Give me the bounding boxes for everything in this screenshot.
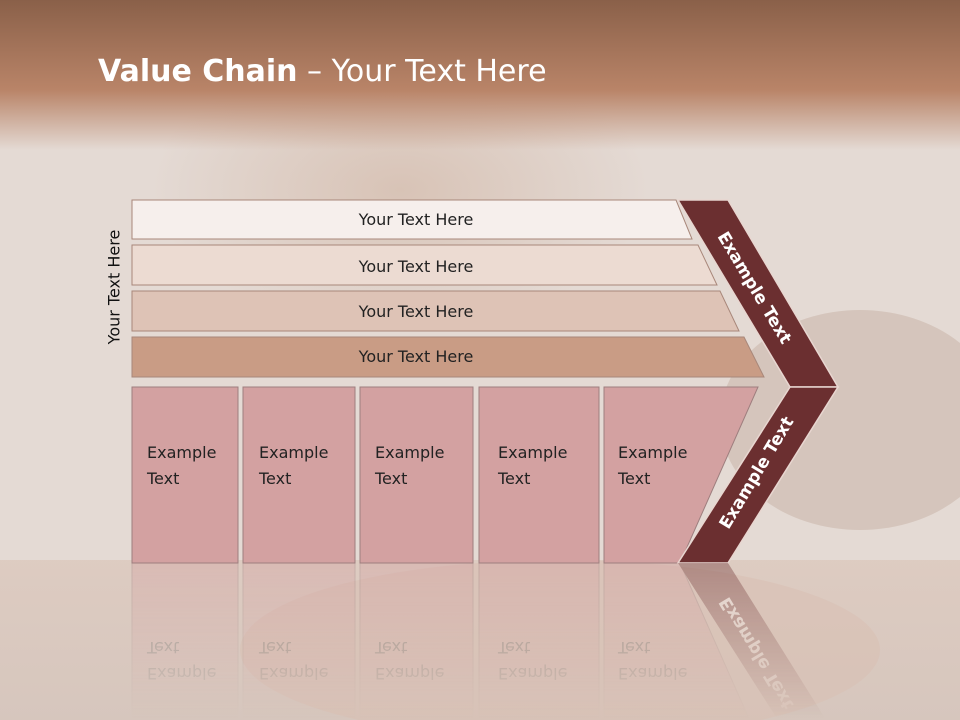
row-3-label: Your Text Here bbox=[358, 347, 474, 366]
page-title: Value Chain – Your Text Here bbox=[98, 54, 547, 89]
box-1-line2: Text bbox=[258, 469, 291, 488]
refl-box-0-line2: Text bbox=[146, 638, 179, 657]
refl-box-2-line2: Text bbox=[374, 638, 407, 657]
box-3-line2: Text bbox=[497, 469, 530, 488]
refl-box-1-line2: Text bbox=[258, 638, 291, 657]
box-2-line2: Text bbox=[374, 469, 407, 488]
box-3-rect bbox=[478, 386, 600, 564]
refl-box-0-line1: Example bbox=[147, 664, 216, 683]
box-1: Example Text bbox=[242, 386, 356, 564]
box-0-line2: Text bbox=[146, 469, 179, 488]
row-1-label: Your Text Here bbox=[358, 257, 474, 276]
row-2-bar bbox=[131, 290, 740, 332]
box-4-line1: Example bbox=[618, 443, 687, 462]
box-2: Example Text bbox=[359, 386, 474, 564]
row-0-label: Your Text Here bbox=[358, 210, 474, 229]
title-bold: Value Chain bbox=[98, 54, 298, 89]
box-0-line1: Example bbox=[147, 443, 216, 462]
row-3-bar bbox=[131, 336, 765, 378]
refl-box-2-line1: Example bbox=[375, 664, 444, 683]
row-2-label: Your Text Here bbox=[358, 302, 474, 321]
box-1-line1: Example bbox=[259, 443, 328, 462]
refl-box-4-line1: Example bbox=[618, 664, 687, 683]
box-3-line1: Example bbox=[498, 443, 567, 462]
reflection: Example Text Example Text Example Text E… bbox=[131, 562, 827, 720]
row-1-bar bbox=[131, 244, 718, 286]
refl-box-4-line2: Text bbox=[617, 638, 650, 657]
row-0-bar bbox=[131, 199, 693, 240]
row-0: Your Text Here bbox=[131, 199, 693, 240]
box-2-line1: Example bbox=[375, 443, 444, 462]
title-rest: – Your Text Here bbox=[297, 54, 547, 89]
row-3: Your Text Here bbox=[131, 336, 765, 378]
row-2: Your Text Here bbox=[131, 290, 740, 332]
box-0: Example Text bbox=[131, 386, 239, 564]
box-3: Example Text bbox=[478, 386, 600, 564]
box-1-rect bbox=[242, 386, 356, 564]
refl-box-3-line1: Example bbox=[498, 664, 567, 683]
box-2-rect bbox=[359, 386, 474, 564]
refl-box-3-line2: Text bbox=[497, 638, 530, 657]
box-0-rect bbox=[131, 386, 239, 564]
row-1: Your Text Here bbox=[131, 244, 718, 286]
box-4: Example Text bbox=[603, 386, 759, 564]
box-4-line2: Text bbox=[617, 469, 650, 488]
refl-box-1-line1: Example bbox=[259, 664, 328, 683]
